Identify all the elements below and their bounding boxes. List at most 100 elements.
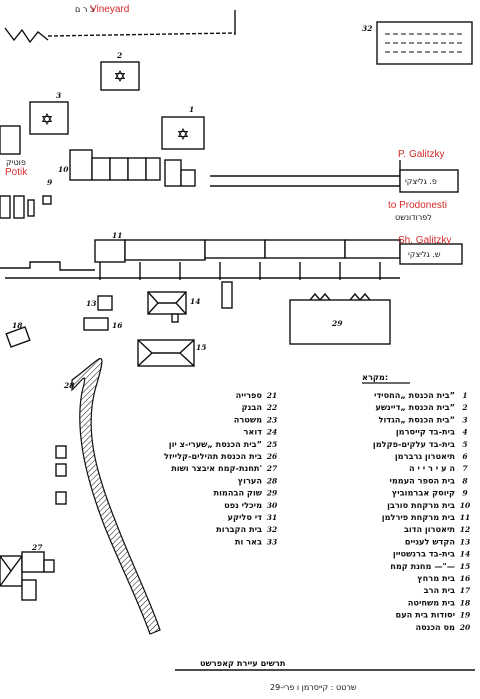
number-10: 10 — [58, 165, 69, 174]
legend-entry: הקדש לעניים — [405, 536, 455, 546]
building-14 — [147, 291, 187, 323]
legend-number: 1 — [462, 391, 467, 400]
synagogue-3 — [29, 101, 69, 135]
sh-galitzky-label: Sh. Galitzky — [398, 235, 451, 246]
number-15: 15 — [196, 343, 206, 352]
legend-entry: תחנת-קמח איבצר ושות' — [171, 463, 262, 473]
legend-number: 10 — [460, 501, 471, 510]
wells — [55, 445, 67, 505]
legend-entry: מיכלי נפט — [224, 500, 262, 510]
legend-entry: בית-בד עלקים-פקלמן — [373, 439, 455, 449]
legend-entry: תיאטרון גרברמן — [395, 451, 455, 461]
legend-entry: בית מרחץ — [417, 573, 455, 583]
synagogue-1 — [161, 116, 205, 150]
number-9: 9 — [47, 178, 53, 187]
legend-title: מקרא: — [362, 372, 388, 382]
legend-number: 5 — [462, 440, 467, 449]
upper-street — [210, 160, 459, 193]
legend-number: 33 — [267, 537, 277, 546]
legend-number: 7 — [462, 464, 468, 473]
legend-number: 27 — [266, 464, 278, 473]
building-9 — [42, 195, 52, 205]
legend-entry: משטרה — [234, 414, 262, 424]
legend-entry: בית הקברות — [216, 524, 262, 534]
legend-entry: הערוץ — [238, 475, 262, 485]
legend-number: 13 — [460, 537, 470, 546]
legend-entry: הבנק — [242, 402, 262, 412]
number-14: 14 — [190, 297, 200, 306]
legend-number: 9 — [462, 489, 468, 498]
legend-entry: בית-בד קייסרמן — [396, 427, 455, 437]
legend-entry: בית הכנסת „דיינשע” — [375, 402, 455, 412]
legend-entry: בית מרקחת סורבן — [387, 500, 455, 510]
number-27: 27 — [31, 543, 43, 552]
legend-entry: די סליקע — [228, 512, 263, 522]
to-prodonesti-label-he: לפרודונשט — [395, 213, 432, 222]
legend-number: 31 — [267, 513, 277, 522]
footer-credit: שרטט : קייסרמן ו פרי-29 — [270, 683, 357, 692]
legend-number: 20 — [459, 623, 471, 632]
legend-number: 8 — [462, 476, 468, 485]
legend-number: 30 — [267, 501, 278, 510]
building-18 — [5, 326, 31, 348]
legend-number: 18 — [460, 598, 471, 607]
main-street-row — [0, 239, 463, 280]
legend-number: 15 — [460, 562, 470, 571]
legend-entry: בית הכנסת תהילים-קלייזל — [164, 451, 262, 461]
p-galitzky-label-he: פ. גליצקי — [405, 177, 437, 186]
legend-number: 16 — [460, 574, 471, 583]
number-29: 29 — [331, 319, 343, 328]
legend-entry: שוק הבהמות — [214, 488, 263, 498]
p-galitzky-label: P. Galitzky — [398, 149, 445, 160]
legend-entry: קיוסק אברמוביץ — [392, 488, 455, 498]
legend-number: 14 — [460, 550, 470, 559]
legend-number: 28 — [266, 476, 278, 485]
legend-number: 6 — [462, 452, 468, 461]
legend-number: 22 — [266, 403, 277, 412]
mill-27 — [0, 551, 55, 601]
potik-label: Potik — [5, 167, 28, 178]
to-prodonesti-label: to Prodonesti — [388, 200, 447, 211]
legend-entry: בית משחיטה — [408, 597, 455, 607]
sh-galitzky-label-he: ש. גליצקי — [408, 250, 441, 259]
building-16 — [83, 317, 109, 331]
building-12 — [221, 281, 233, 309]
legend-number: 26 — [266, 452, 278, 461]
legend-number: 17 — [460, 586, 471, 595]
legend-number: 32 — [267, 525, 277, 534]
legend-entry: באר ות — [235, 536, 262, 546]
vineyard-label-he: כ ר ם — [75, 5, 94, 14]
legend-entry: מחנת קמח —"— — [390, 561, 455, 571]
vineyard-fence — [4, 10, 236, 44]
legend-entry: מס הכנסה — [415, 622, 455, 632]
number-3: 3 — [56, 91, 61, 100]
legend-entry: ה ע י ר י י ה — [409, 463, 455, 473]
legend-number: 21 — [266, 391, 277, 400]
number-13: 13 — [86, 299, 96, 308]
number-28: 28 — [63, 381, 75, 390]
legend-entry: דואר — [243, 427, 262, 437]
number-11: 11 — [112, 231, 122, 240]
legend-entry: בית הכנסת „שערי-צ יון” — [169, 439, 262, 449]
synagogue-2 — [100, 61, 140, 91]
cattle-market-29 — [289, 292, 391, 345]
legend-number: 23 — [266, 415, 277, 424]
cemetery-32 — [376, 21, 473, 65]
potik-label-he: פוטיק — [6, 158, 26, 167]
number-32: 32 — [362, 24, 372, 33]
legend-number: 3 — [462, 415, 467, 424]
legend-entry: בית הכנסת „הגדול” — [379, 414, 455, 424]
building-row-10 — [69, 149, 196, 187]
legend-number: 25 — [266, 440, 277, 449]
left-blocks — [0, 195, 35, 219]
legend-entry: בית הכנסת „החסידי” — [374, 390, 455, 400]
legend-number: 29 — [266, 489, 278, 498]
building-13 — [97, 295, 113, 311]
stream-28 — [71, 358, 161, 635]
legend-entry: בית הרב — [424, 585, 455, 595]
legend-number: 12 — [460, 525, 470, 534]
